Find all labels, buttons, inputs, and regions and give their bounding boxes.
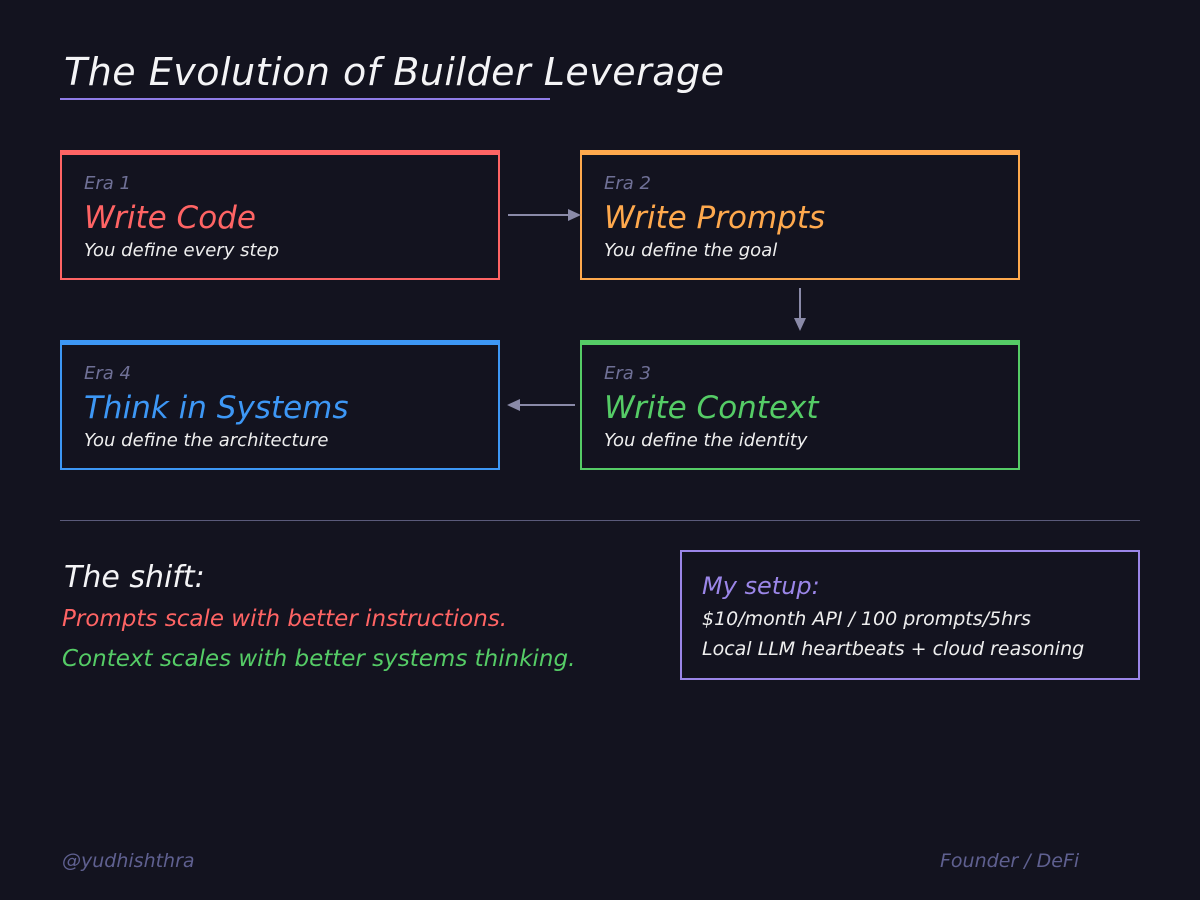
section-divider	[60, 520, 1140, 521]
diagram-title: The Evolution of Builder Leverage	[64, 50, 725, 94]
era-title: Write Context	[604, 390, 819, 426]
era-description: You define the identity	[604, 430, 808, 451]
era-description: You define every step	[84, 240, 280, 261]
era-card-2: Era 2 Write Prompts You define the goal	[580, 150, 1020, 280]
era-title: Think in Systems	[84, 390, 349, 426]
era-label: Era 3	[604, 363, 651, 384]
shift-title: The shift:	[64, 560, 205, 595]
era-card-3: Era 3 Write Context You define the ident…	[580, 340, 1020, 470]
arrow-left-icon	[507, 399, 575, 411]
arrow-right-icon	[508, 209, 581, 221]
era-description: You define the architecture	[84, 430, 329, 451]
shift-line-context: Context scales with better systems think…	[62, 646, 576, 672]
era-card-1: Era 1 Write Code You define every step	[60, 150, 500, 280]
era-description: You define the goal	[604, 240, 778, 261]
era-label: Era 4	[84, 363, 131, 384]
era-title: Write Prompts	[604, 200, 826, 236]
footer-handle: @yudhishthra	[62, 850, 195, 872]
setup-box: My setup: $10/month API / 100 prompts/5h…	[680, 550, 1140, 680]
setup-line-llm: Local LLM heartbeats + cloud reasoning	[702, 638, 1085, 660]
setup-title: My setup:	[702, 572, 820, 600]
shift-line-prompts: Prompts scale with better instructions.	[62, 606, 508, 632]
era-label: Era 2	[604, 173, 651, 194]
era-label: Era 1	[84, 173, 131, 194]
arrow-down-icon	[794, 288, 806, 331]
era-title: Write Code	[84, 200, 256, 236]
footer-role: Founder / DeFi	[940, 850, 1080, 872]
setup-line-api: $10/month API / 100 prompts/5hrs	[702, 608, 1031, 630]
era-card-4: Era 4 Think in Systems You define the ar…	[60, 340, 500, 470]
title-underline	[60, 98, 550, 100]
